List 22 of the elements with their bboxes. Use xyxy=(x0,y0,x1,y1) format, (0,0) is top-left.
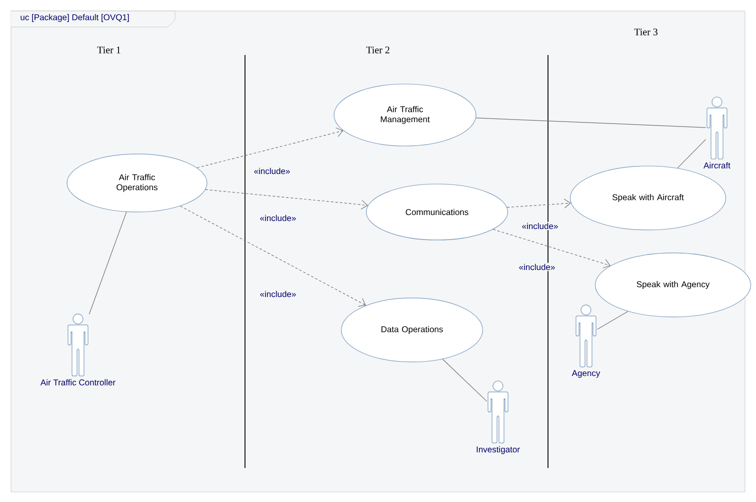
association-line xyxy=(88,212,127,315)
frame-tab: uc [Package] Default [OVQ1] xyxy=(10,10,176,28)
tier-label: Tier 2 xyxy=(366,46,390,54)
node-label: Agency xyxy=(572,370,600,378)
node-label: Aircraft xyxy=(704,162,730,168)
include-arrow xyxy=(196,128,344,168)
association-line xyxy=(476,118,706,128)
tier-label: Tier 3 xyxy=(634,28,658,36)
association-line xyxy=(677,139,706,168)
association-line xyxy=(596,311,628,330)
actor-figure: Investigator xyxy=(476,380,520,454)
actor-figure: Aircraft xyxy=(704,96,730,168)
tier-label: Tier 1 xyxy=(97,46,120,54)
include-arrow xyxy=(180,206,366,307)
include-arrow xyxy=(492,229,610,268)
association-line xyxy=(442,358,488,402)
include-arrow xyxy=(205,189,368,210)
node-label: Investigator xyxy=(476,446,520,454)
node-label: Speak with Agency xyxy=(636,281,710,289)
actor-figure: Air Traffic Controller xyxy=(40,314,116,386)
node-label: Air Traffic Controller xyxy=(40,379,116,386)
include-arrow xyxy=(506,198,571,208)
